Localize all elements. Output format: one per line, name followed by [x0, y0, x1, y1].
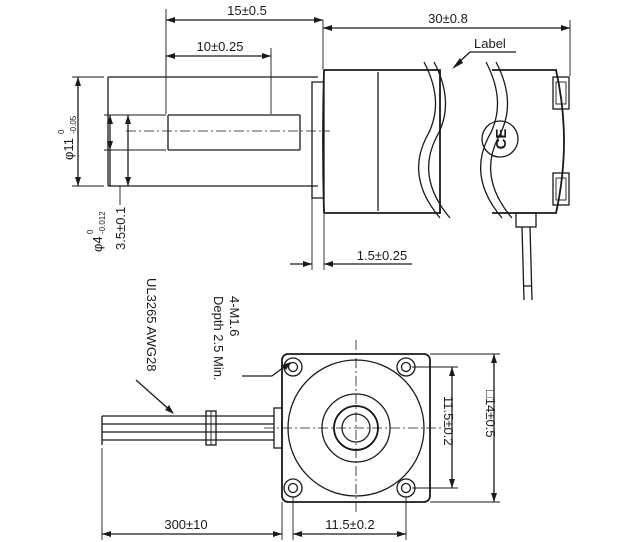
pilot-dimension: 1.5±0.25	[290, 198, 412, 270]
right-dimensions: 11.5±0.2 □14±0.5	[412, 353, 500, 503]
dim-lead-length: 300±10	[164, 517, 207, 532]
ce-mark-icon	[481, 120, 519, 158]
label-callout: Label	[452, 36, 516, 69]
dim-hole-spacing-v: 11.5±0.2	[441, 396, 456, 446]
output-shaft	[107, 76, 330, 187]
dim-square: □14±0.5	[483, 390, 498, 438]
dim-pilot-thickness: 1.5±0.25	[357, 248, 408, 263]
dim-shaft-dia-lower: -0.012	[98, 211, 107, 234]
dim-flat-length: 10±0.25	[197, 39, 244, 54]
side-view: CE Label 15±0.5	[57, 3, 571, 301]
dim-shaft-dia: φ4	[90, 236, 105, 252]
dim-body-dia-lower: -0.05	[69, 115, 78, 134]
thread-spec: 4-M1.6	[227, 296, 242, 336]
motor-body: CE	[322, 61, 570, 301]
dim-body-length: 30±0.8	[428, 11, 468, 26]
lead-exit	[515, 212, 537, 228]
thread-callout: 4-M1.6 Depth 2.5 Min.	[211, 296, 291, 381]
dim-body-dia: φ11	[61, 138, 76, 160]
cable-callout: UL3265 AWG28	[135, 278, 174, 414]
dim-body-dia-upper: 0	[57, 129, 66, 134]
end-view: 4-M1.6 Depth 2.5 Min. UL3265 AWG28 11.5±…	[101, 278, 500, 540]
thread-depth: Depth 2.5 Min.	[211, 296, 226, 381]
mounting-holes	[283, 357, 416, 498]
mounting-hole	[283, 478, 303, 498]
square-flange	[264, 340, 446, 512]
cable-spec: UL3265 AWG28	[144, 278, 159, 371]
bottom-dimensions: 300±10 11.5±0.2	[101, 448, 407, 540]
dim-shaft-dia-upper: 0	[86, 229, 95, 234]
dim-flat-depth: 3.5±0.1	[113, 207, 128, 250]
dim-overall-shaft: 15±0.5	[227, 3, 267, 18]
dim-hole-spacing-h: 11.5±0.2	[325, 517, 375, 532]
left-dimensions: φ11 0 -0.05 φ4 0 -0.012 3.5±0.1	[57, 76, 166, 252]
label-callout-text: Label	[474, 36, 506, 51]
top-dimensions: 15±0.5 30±0.8 10±0.25	[165, 3, 571, 114]
ce-mark: CE	[493, 129, 510, 150]
lead-wires	[101, 407, 283, 449]
